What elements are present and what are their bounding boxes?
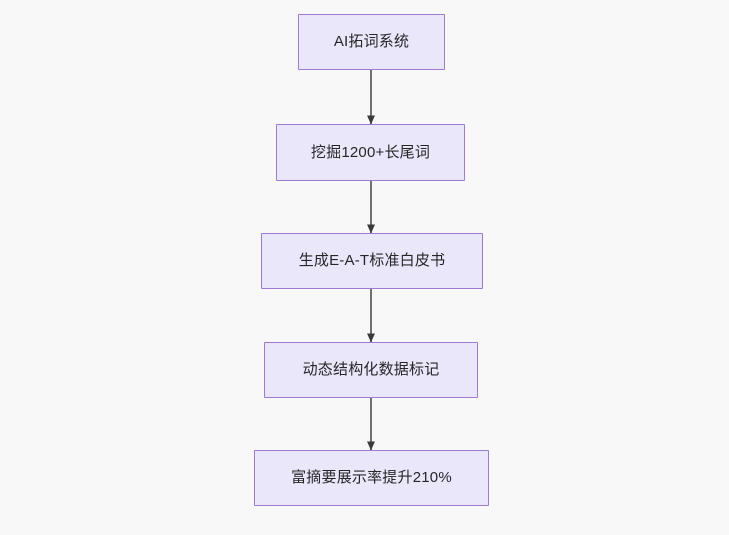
flowchart-node-generate-eat-whitepaper[interactable]: 生成E-A-T标准白皮书 bbox=[261, 233, 483, 289]
flowchart-node-ai-keyword-system[interactable]: AI拓词系统 bbox=[298, 14, 445, 70]
flowchart-node-dynamic-structured-data-markup[interactable]: 动态结构化数据标记 bbox=[264, 342, 478, 398]
node-label: 挖掘1200+长尾词 bbox=[310, 143, 431, 161]
flowchart-node-mine-longtail-keywords[interactable]: 挖掘1200+长尾词 bbox=[276, 124, 465, 181]
node-label: 富摘要展示率提升210% bbox=[291, 469, 452, 486]
node-label: AI拓词系统 bbox=[333, 33, 410, 50]
node-label: 动态结构化数据标记 bbox=[302, 361, 440, 378]
flowchart-node-rich-snippet-impression-lift[interactable]: 富摘要展示率提升210% bbox=[254, 450, 489, 506]
node-label: 生成E-A-T标准白皮书 bbox=[298, 252, 446, 269]
